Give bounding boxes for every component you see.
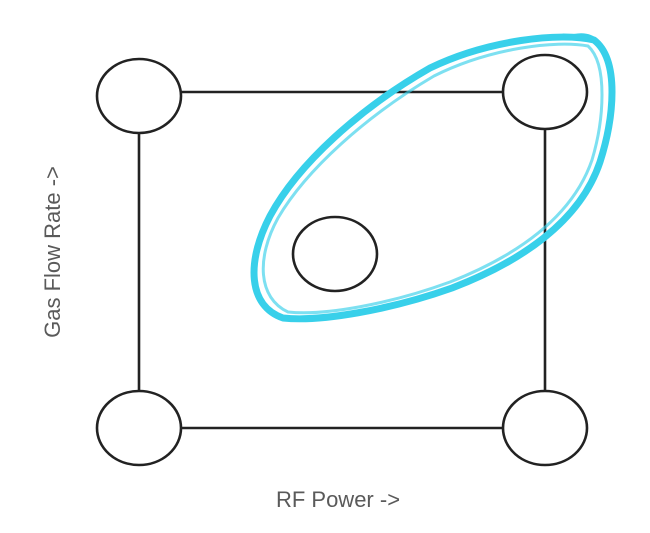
corner-top-left-node [95, 57, 183, 135]
x-axis-label: RF Power -> [276, 487, 400, 512]
corner-top-right-node [501, 53, 589, 131]
corner-bottom-right-node [501, 389, 589, 467]
center-point-node [291, 215, 379, 293]
highlight-loop-tail-stroke [572, 33, 600, 44]
corner-bottom-left-node [95, 389, 183, 467]
y-axis-label: Gas Flow Rate -> [40, 166, 65, 338]
highlight-loop [250, 33, 616, 323]
highlight-loop-inner-stroke [261, 42, 604, 315]
